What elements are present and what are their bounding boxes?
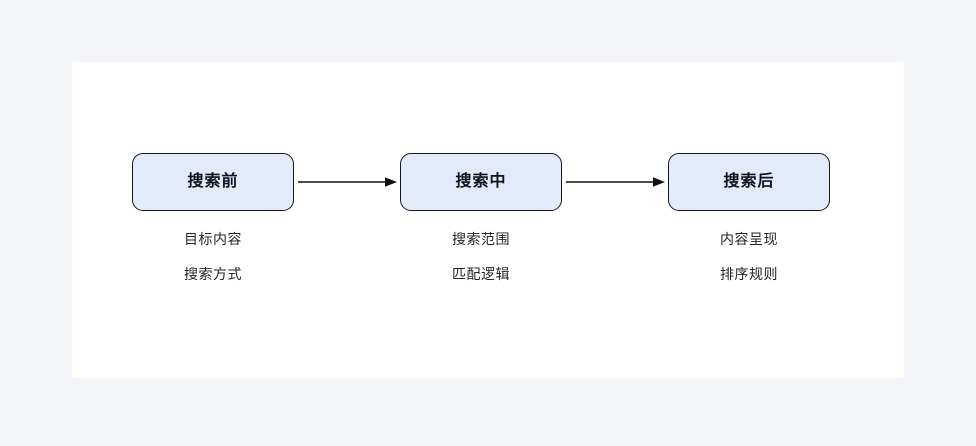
stage-detail-item: 内容呈现 [720, 231, 778, 247]
stage-detail-item: 搜索范围 [452, 231, 510, 247]
diagram-card: 搜索前 搜索中 搜索后 [72, 62, 904, 378]
arrow-right-icon [294, 175, 400, 189]
stage-detail-item: 排序规则 [720, 266, 778, 282]
stage-detail-item: 搜索方式 [184, 266, 242, 282]
stage-box-label: 搜索中 [455, 173, 507, 190]
stage-detail-item: 匹配逻辑 [452, 266, 510, 282]
stage-box-search-after[interactable]: 搜索后 [668, 153, 830, 211]
stage-box-search-before[interactable]: 搜索前 [132, 153, 294, 211]
details-spacer [562, 232, 668, 281]
stage-box-search-during[interactable]: 搜索中 [400, 153, 562, 211]
stage-details-search-during: 搜索范围 匹配逻辑 [400, 232, 562, 281]
arrow-right-icon [562, 175, 668, 189]
stage-box-label: 搜索后 [723, 173, 775, 190]
stage-box-label: 搜索前 [187, 173, 239, 190]
flow-row: 搜索前 搜索中 搜索后 [132, 153, 832, 211]
stage-details-search-before: 目标内容 搜索方式 [132, 232, 294, 281]
stage-detail-item: 目标内容 [184, 231, 242, 247]
stage-details-search-after: 内容呈现 排序规则 [668, 232, 830, 281]
details-spacer [294, 232, 400, 281]
stage-details-row: 目标内容 搜索方式 搜索范围 匹配逻辑 内容呈现 排序规则 [132, 232, 832, 281]
